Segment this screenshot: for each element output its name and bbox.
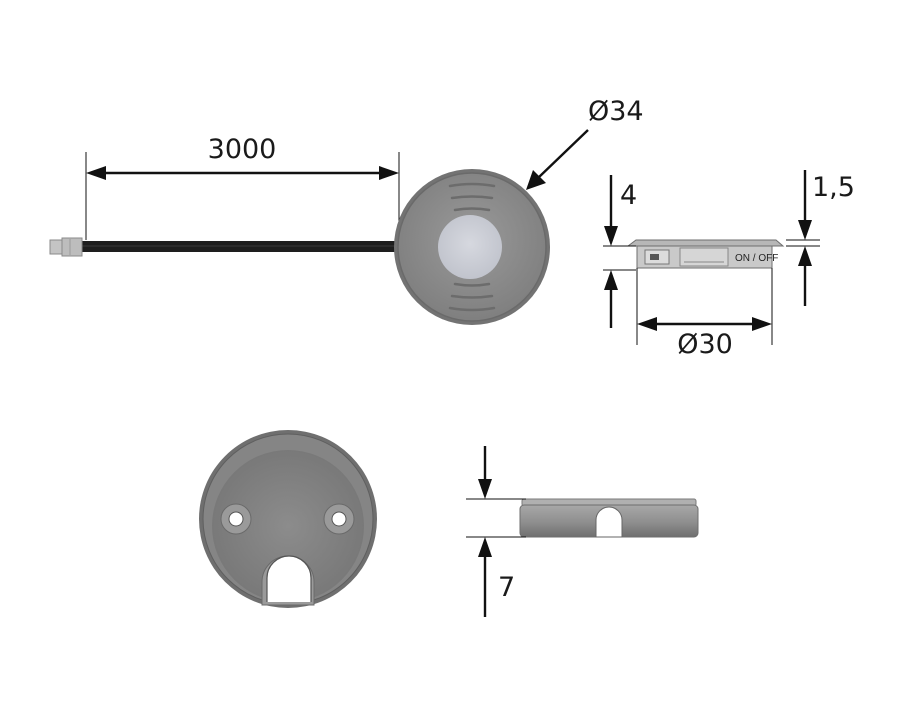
disc-top-view — [394, 169, 550, 325]
inner-diameter-arrow-right — [752, 317, 772, 331]
grip-grooves-top — [448, 182, 496, 212]
side-height-label: 4 — [620, 180, 637, 211]
back-view — [199, 430, 377, 608]
screw-hole-left — [220, 503, 252, 535]
housing-lip — [626, 239, 785, 247]
lip-height-arrow-down — [798, 220, 812, 240]
body-height-arrow-down — [478, 479, 492, 499]
cable-connector — [49, 237, 83, 257]
body-height-label: 7 — [498, 572, 515, 603]
screw-hole-right — [323, 503, 355, 535]
lip-height-label: 1,5 — [812, 172, 855, 203]
sensor-lens — [438, 215, 502, 279]
cable-entry-hole — [261, 555, 315, 606]
top-view: 3000 — [49, 96, 644, 325]
inner-diameter-arrow-left — [637, 317, 657, 331]
switch-marking: ON / OFF — [735, 253, 778, 264]
outer-diameter-label: Ø34 — [588, 96, 644, 127]
cable-slot — [595, 506, 623, 538]
side-view-top: ON / OFF 4 1,5 Ø30 — [603, 170, 855, 360]
arrow-left — [86, 166, 106, 180]
grip-grooves-bottom — [448, 282, 496, 312]
lip-height-arrow-up — [798, 246, 812, 266]
body-height-arrow-up — [478, 537, 492, 557]
outer-diameter-arrow — [526, 170, 546, 190]
cable-length-label: 3000 — [208, 134, 277, 165]
inner-diameter-label: Ø30 — [677, 329, 733, 360]
outer-diameter-leader — [537, 129, 589, 179]
side-view-bottom: 7 — [466, 446, 699, 617]
arrow-right — [379, 166, 399, 180]
height-4-arrow-down — [604, 226, 618, 246]
height-4-arrow-up — [604, 270, 618, 290]
